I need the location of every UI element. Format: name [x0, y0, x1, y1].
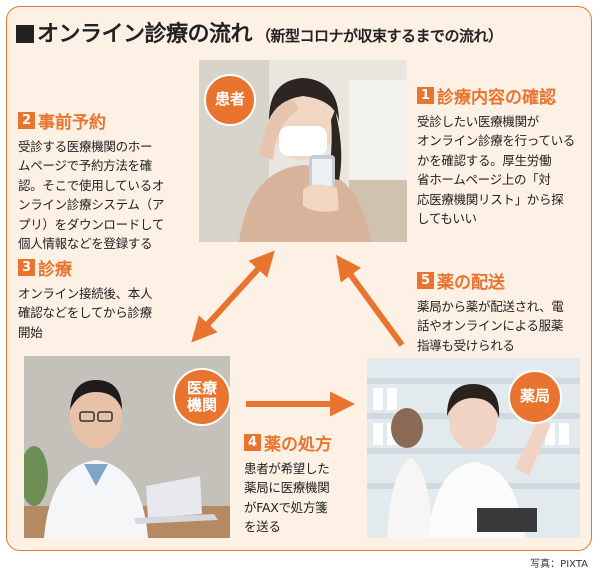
step-1-line: 受診したい医療機関が [417, 114, 540, 129]
step-5-title: 薬の配送 [437, 273, 505, 293]
step-5-heading: 5 薬の配送 [417, 268, 587, 293]
step-4-title: 薬の処方 [264, 435, 332, 455]
clinic-badge-line1: 医療 [186, 378, 217, 397]
step-2-line: 個人情報などを登録する [18, 235, 153, 251]
step-2-heading: 2 事前予約 [18, 108, 196, 133]
step-1-title: 診療内容の確認 [437, 88, 556, 108]
photo-credit: 写真：PIXTA [530, 559, 588, 570]
step-2: 2 事前予約 受診する医療機関のホー ムページで予約方法を確 認。そこで使用して… [18, 108, 196, 253]
step-1: 1 診療内容の確認 受診したい医療機関が オンライン診療を行っている かを確認す… [417, 83, 587, 228]
title-main: オンライン診療の流れ [37, 22, 253, 47]
step-1-line: かを確認する。厚生労働 [417, 152, 552, 168]
step-4-line: を送る [244, 519, 281, 535]
clinic-photo [24, 356, 230, 538]
page-title: オンライン診療の流れ （新型コロナが収束するまでの流れ） [16, 16, 503, 47]
step-4-line: がFAXで処方箋 [244, 499, 328, 515]
step-5-number: 5 [417, 272, 434, 289]
step-5-line: 話やオンラインによる服薬 [417, 318, 564, 334]
step-2-line: ムページで予約方法を確 [18, 158, 152, 174]
step-2-line: プリ）をダウンロードして [18, 216, 165, 232]
patient-badge: 患者 [204, 74, 256, 126]
pharmacy-photo [367, 358, 580, 538]
arrow-patient-clinic [191, 250, 275, 343]
clinic-badge: 医療 機関 [173, 368, 231, 426]
step-3-line: 開始 [18, 324, 43, 340]
step-4-heading: 4 薬の処方 [244, 430, 364, 455]
step-3-number: 3 [18, 259, 35, 276]
step-1-line: オンライン診療を行っている [417, 133, 575, 149]
step-1-body: 受診したい医療機関が オンライン診療を行っている かを確認する。厚生労働 省ホー… [417, 112, 587, 228]
step-4-line: 患者が希望した [244, 461, 330, 476]
step-4-line: 薬局に医療機関 [244, 480, 330, 496]
step-3: 3 診療 オンライン接続後、本人 確認などをしてから診療 開始 [18, 255, 196, 342]
step-3-heading: 3 診療 [18, 255, 196, 280]
step-2-line: 認。そこで使用しているオ [18, 177, 165, 193]
pharmacy-badge: 薬局 [508, 370, 562, 424]
step-4: 4 薬の処方 患者が希望した 薬局に医療機関 がFAXで処方箋 を送る [244, 430, 364, 537]
step-2-line: 受診する医療機関のホー [18, 139, 153, 154]
step-2-title: 事前予約 [38, 113, 106, 133]
step-5-body: 薬局から薬が配送され、電 話やオンラインによる服薬 指導も受けられる [417, 297, 587, 355]
step-1-heading: 1 診療内容の確認 [417, 83, 587, 108]
step-4-number: 4 [244, 434, 261, 451]
step-1-number: 1 [417, 87, 434, 104]
title-square-icon [16, 25, 34, 43]
step-5-line: 指導も受けられる [417, 337, 515, 353]
step-3-line: オンライン接続後、本人 [18, 286, 153, 301]
step-2-number: 2 [18, 112, 35, 129]
step-5-line: 薬局から薬が配送され、電 [417, 299, 564, 314]
step-2-line: ンライン診療システム（ア [18, 197, 165, 213]
step-3-title: 診療 [38, 260, 72, 280]
step-4-body: 患者が希望した 薬局に医療機関 がFAXで処方箋 を送る [244, 459, 364, 537]
step-1-line: してもいい [417, 210, 477, 226]
title-subtitle: （新型コロナが収束するまでの流れ） [256, 27, 503, 45]
step-1-line: 省ホームページ上の「対 [417, 172, 551, 188]
step-2-body: 受診する医療機関のホー ムページで予約方法を確 認。そこで使用しているオ ンライ… [18, 137, 196, 253]
clinic-badge-line2: 機関 [186, 396, 217, 414]
step-5: 5 薬の配送 薬局から薬が配送され、電 話やオンラインによる服薬 指導も受けられ… [417, 268, 587, 355]
step-3-line: 確認などをしてから診療 [18, 305, 152, 321]
step-1-line: 応医療機関リスト」から探 [417, 191, 564, 207]
step-3-body: オンライン接続後、本人 確認などをしてから診療 開始 [18, 284, 196, 342]
arrow-pharmacy-patient [336, 254, 405, 347]
